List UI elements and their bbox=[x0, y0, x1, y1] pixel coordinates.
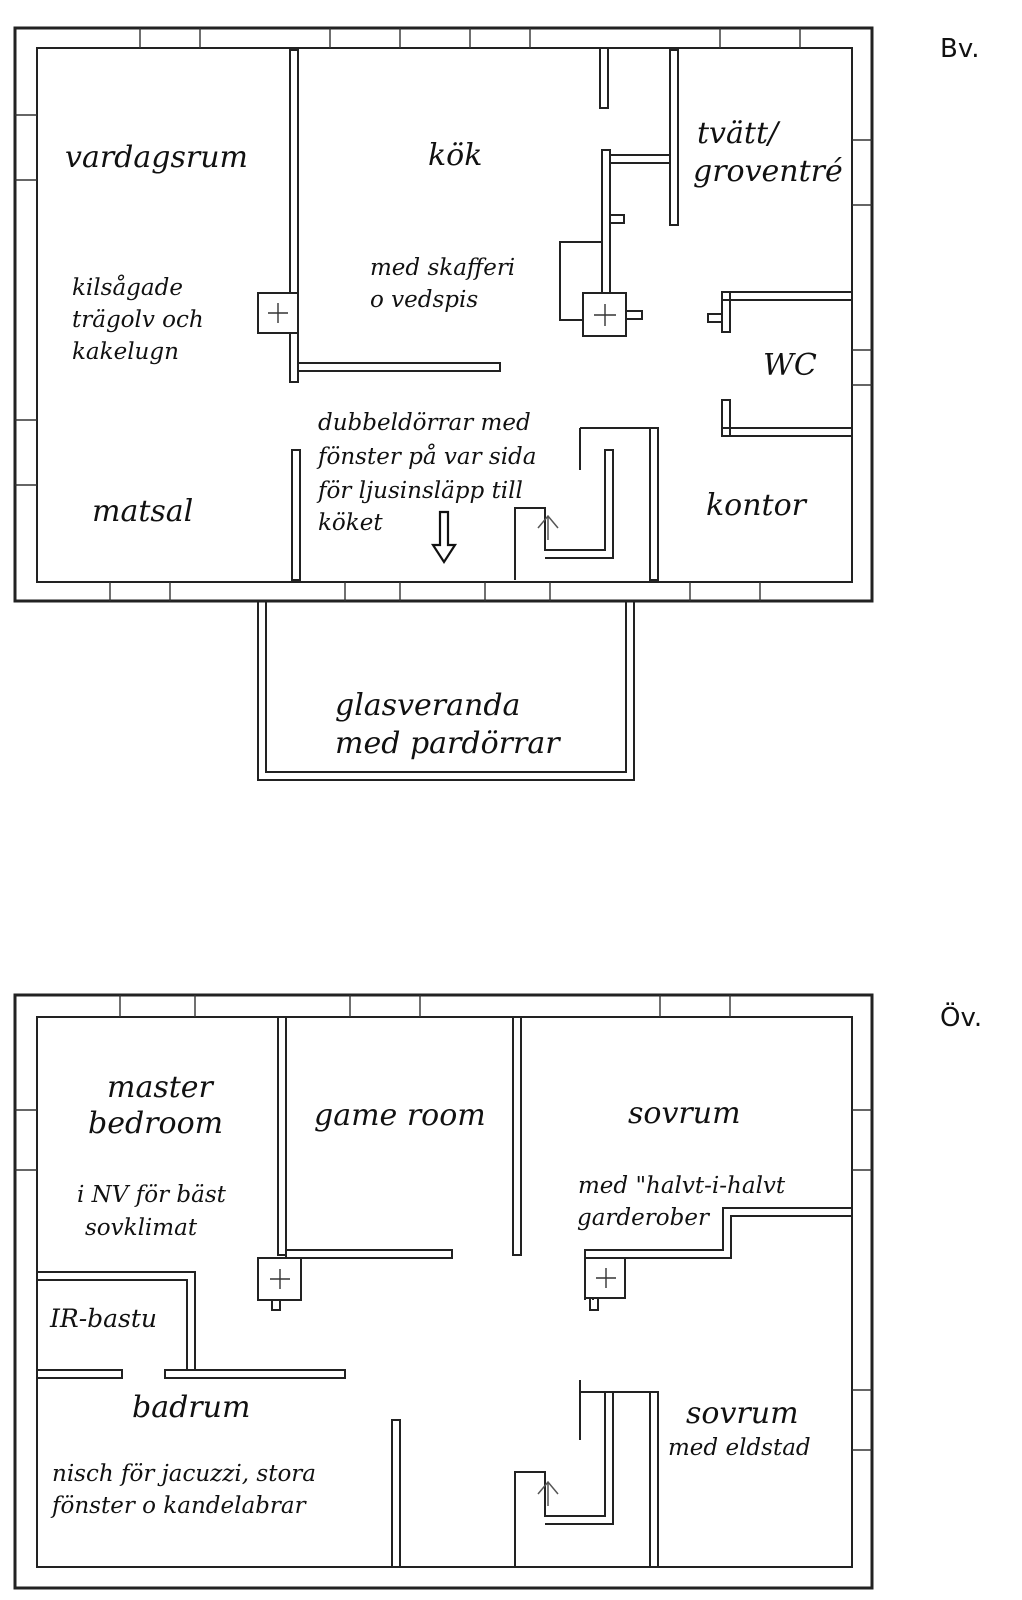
note-kitchen-line1: med skafferi bbox=[370, 255, 516, 281]
room-label-badrum: badrum bbox=[132, 1390, 251, 1425]
down-arrow-icon bbox=[430, 510, 458, 565]
room-note-sovrum-2: med eldstad bbox=[668, 1435, 811, 1461]
room-label-tvatt-line1: tvätt/ bbox=[697, 116, 779, 151]
room-label-kok: kök bbox=[428, 138, 483, 173]
room-label-sovrum-1: sovrum bbox=[628, 1096, 741, 1131]
ground-inner-wall bbox=[36, 47, 853, 583]
note-doors-line4: köket bbox=[318, 510, 383, 536]
note-sovrum-line1: med "halvt-i-halvt bbox=[578, 1173, 786, 1199]
upper-window-ticks bbox=[15, 995, 872, 1451]
room-label-master-line1: master bbox=[107, 1070, 213, 1105]
room-label-vardagsrum: vardagsrum bbox=[65, 140, 248, 175]
note-master-line1: i NV för bäst bbox=[77, 1182, 226, 1208]
ground-outer-wall bbox=[13, 26, 874, 603]
stairs-up-icon bbox=[537, 514, 559, 540]
room-label-glasveranda-line1: glasveranda bbox=[335, 688, 521, 723]
glasveranda-walls bbox=[257, 601, 635, 781]
upper-inner-wall bbox=[36, 1016, 853, 1568]
upper-outer-wall bbox=[13, 993, 874, 1590]
note-master-line2: sovklimat bbox=[85, 1215, 198, 1241]
upper-floor-plan bbox=[13, 993, 874, 1590]
room-label-kontor: kontor bbox=[706, 488, 807, 523]
ground-interior-walls bbox=[289, 47, 853, 581]
upper-chimneys bbox=[257, 1257, 626, 1311]
note-living-line1: kilsågade bbox=[72, 275, 183, 301]
upper-interior-walls bbox=[36, 1016, 852, 1568]
room-label-master-line2: bedroom bbox=[88, 1106, 224, 1141]
room-label-matsal: matsal bbox=[92, 494, 194, 529]
room-label-tvatt-line2: groventré bbox=[693, 154, 843, 189]
note-sovrum-line2: garderober bbox=[577, 1205, 709, 1231]
room-label-sovrum-2: sovrum bbox=[686, 1396, 799, 1431]
upper-stairs-icon bbox=[537, 1480, 559, 1506]
note-badrum-line2: fönster o kandelabrar bbox=[52, 1493, 306, 1519]
note-doors-line3: för ljusinsläpp till bbox=[318, 478, 523, 504]
ground-window-ticks bbox=[15, 28, 872, 601]
note-doors-line1: dubbeldörrar med bbox=[318, 410, 531, 436]
room-label-wc: WC bbox=[763, 348, 817, 383]
room-label-game-room: game room bbox=[314, 1098, 486, 1133]
ground-floor-marker: Bv. bbox=[940, 34, 980, 64]
room-label-glasveranda-line2: med pardörrar bbox=[335, 726, 560, 761]
upper-floor-marker: Öv. bbox=[940, 1003, 983, 1033]
note-living-line3: kakelugn bbox=[72, 339, 179, 365]
ground-floor-plan bbox=[13, 26, 874, 781]
note-living-line2: trägolv och bbox=[72, 307, 204, 333]
note-badrum-line1: nisch för jacuzzi, stora bbox=[52, 1461, 316, 1487]
ground-chimneys bbox=[257, 292, 643, 337]
note-doors-line2: fönster på var sida bbox=[318, 444, 537, 470]
room-label-ir-bastu: IR-bastu bbox=[50, 1304, 158, 1333]
note-kitchen-line2: o vedspis bbox=[370, 287, 479, 313]
